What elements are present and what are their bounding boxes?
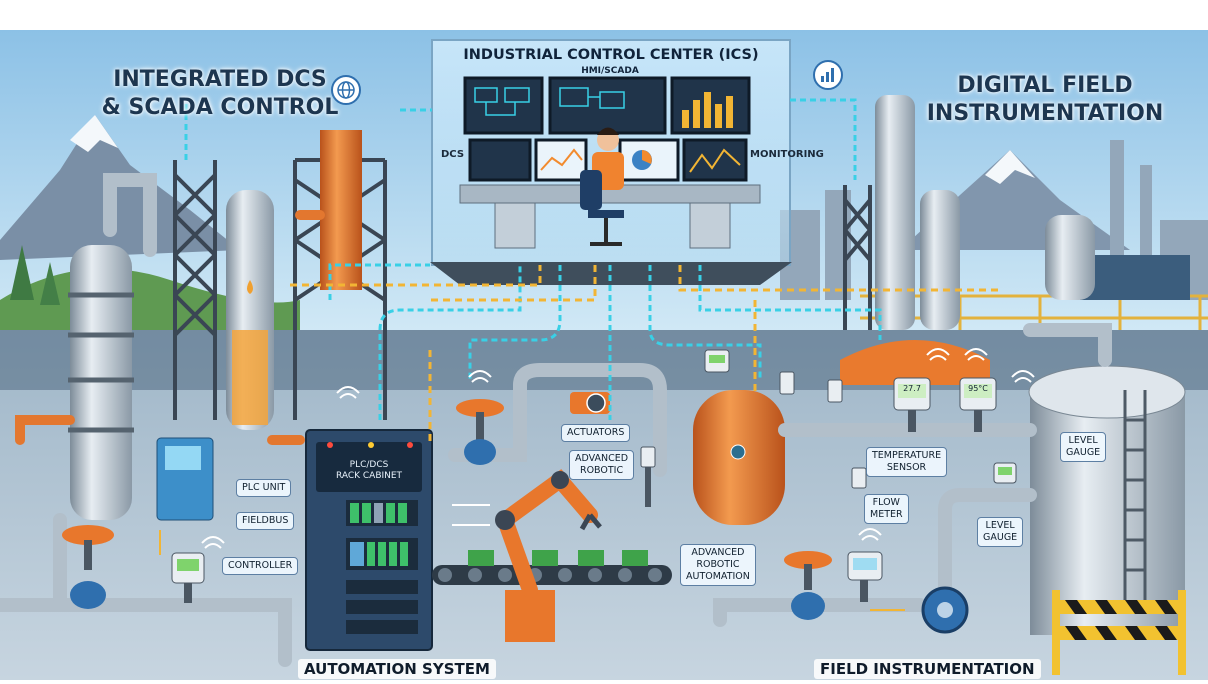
operator (580, 127, 624, 246)
bar-chart-icon (813, 60, 843, 90)
globe-icon (331, 75, 361, 105)
field-gauge (847, 551, 883, 602)
callout-level-gauge: LEVEL GAUGE (977, 517, 1024, 547)
reactor-fluid (232, 330, 268, 425)
temperature-transmitter (893, 377, 931, 432)
callout-line: SENSOR (886, 462, 927, 473)
callout-flow-meter: FLOW METER (864, 494, 909, 524)
footer-automation-system: AUTOMATION SYSTEM (298, 659, 496, 679)
kiosk-screen (165, 446, 201, 470)
footer-field-instrumentation: FIELD INSTRUMENTATION (814, 659, 1041, 679)
orange-pipes (15, 210, 325, 445)
callout-actuators: ACTUATORS (561, 424, 631, 442)
storage-drum (1045, 215, 1095, 300)
temp-reading-a: 27.7 (903, 384, 921, 393)
callout-line: METER (870, 509, 903, 520)
dcs-label: DCS (441, 149, 465, 160)
steel-column-right (920, 190, 960, 330)
status-led (327, 442, 333, 448)
callout-line: ROBOTIC (579, 465, 624, 476)
steel-column-right (875, 95, 915, 330)
callout-line: LEVEL (985, 520, 1015, 531)
callout-advanced-robotic-automation: ADVANCED ROBOTIC AUTOMATION (680, 544, 756, 586)
title-right-line2: INSTRUMENTATION (926, 101, 1164, 126)
drop-icon (247, 280, 253, 294)
tree (10, 245, 34, 300)
orange-dome (840, 340, 990, 385)
title-right: DIGITAL FIELD INSTRUMENTATION (925, 72, 1165, 128)
callout-line: AUTOMATION (686, 571, 750, 582)
monitoring-label: MONITORING (750, 149, 824, 160)
tree (40, 262, 60, 305)
field-gauge (704, 349, 730, 373)
temp-reading-b: 95°C (968, 384, 988, 393)
desk-drawer (494, 202, 536, 249)
product-bins (468, 550, 648, 566)
cabinet-title-line2: RACK CABINET (335, 471, 403, 481)
callout-advanced-robotic: ADVANCED ROBOTIC (569, 450, 635, 480)
mountain-snow-right (985, 150, 1035, 184)
temperature-transmitter (959, 377, 997, 432)
field-gauge (171, 552, 205, 603)
callout-temperature-sensor: TEMPERATURE SENSOR (866, 447, 948, 477)
actuator-gauge (586, 393, 606, 413)
callout-line: LEVEL (1068, 435, 1098, 446)
field-gauge (993, 462, 1017, 484)
title-right-line1: DIGITAL FIELD (957, 73, 1133, 98)
control-center-title: INDUSTRIAL CONTROL CENTER (ICS) (463, 47, 759, 63)
robotic-arm (495, 469, 602, 642)
status-led (368, 442, 374, 448)
desk-drawer (689, 202, 731, 249)
callout-line: GAUGE (983, 532, 1018, 543)
callout-level-gauge-tank: LEVEL GAUGE (1060, 432, 1107, 462)
pump-hub (937, 602, 953, 618)
vessel-gauge (730, 444, 746, 460)
wifi-icon (201, 348, 1035, 549)
hmi-monitors (463, 76, 751, 182)
conveyor-belt (432, 565, 672, 585)
callout-line: ADVANCED (691, 547, 745, 558)
callout-line: TEMPERATURE (872, 450, 942, 461)
top-band (0, 0, 1208, 30)
cabinet-title-line1: PLC/DCS (349, 460, 389, 470)
title-left-line2: & SCADA CONTROL (101, 95, 339, 120)
callout-line: FLOW (872, 497, 900, 508)
tank-ladder (1123, 390, 1147, 610)
signal-lines-yellow (290, 265, 1000, 445)
building (1080, 255, 1190, 300)
callout-fieldbus: FIELDBUS (236, 512, 295, 530)
mountain-snow-left (70, 115, 118, 152)
tank-top (1028, 365, 1186, 419)
field-gauge (779, 371, 867, 489)
field-gauge (640, 446, 656, 507)
valve (62, 525, 114, 609)
title-left-line1: INTEGRATED DCS (113, 67, 327, 92)
signal-lines-cyan (184, 98, 882, 420)
callout-controller: CONTROLLER (222, 557, 299, 575)
callout-line: ADVANCED (575, 453, 629, 464)
control-center-subtitle: HMI/SCADA (581, 66, 639, 76)
column-rings (68, 292, 134, 433)
callout-line: ROBOTIC (696, 559, 740, 570)
callout-plc-unit: PLC UNIT (236, 479, 292, 497)
cabinet-header (316, 442, 422, 492)
valve (784, 551, 832, 620)
title-left: INTEGRATED DCS & SCADA CONTROL (100, 66, 340, 122)
back-wall (0, 330, 1208, 390)
plc-modules (346, 500, 418, 634)
valve (456, 399, 504, 465)
mountain-left (0, 115, 240, 260)
callout-line: GAUGE (1066, 447, 1101, 458)
cabinet-title: PLC/DCS RACK CABINET (318, 460, 420, 482)
hazard-barrier (1052, 590, 1186, 675)
scaffold-right (843, 185, 872, 330)
status-led (407, 442, 413, 448)
orange-tower (320, 130, 362, 290)
